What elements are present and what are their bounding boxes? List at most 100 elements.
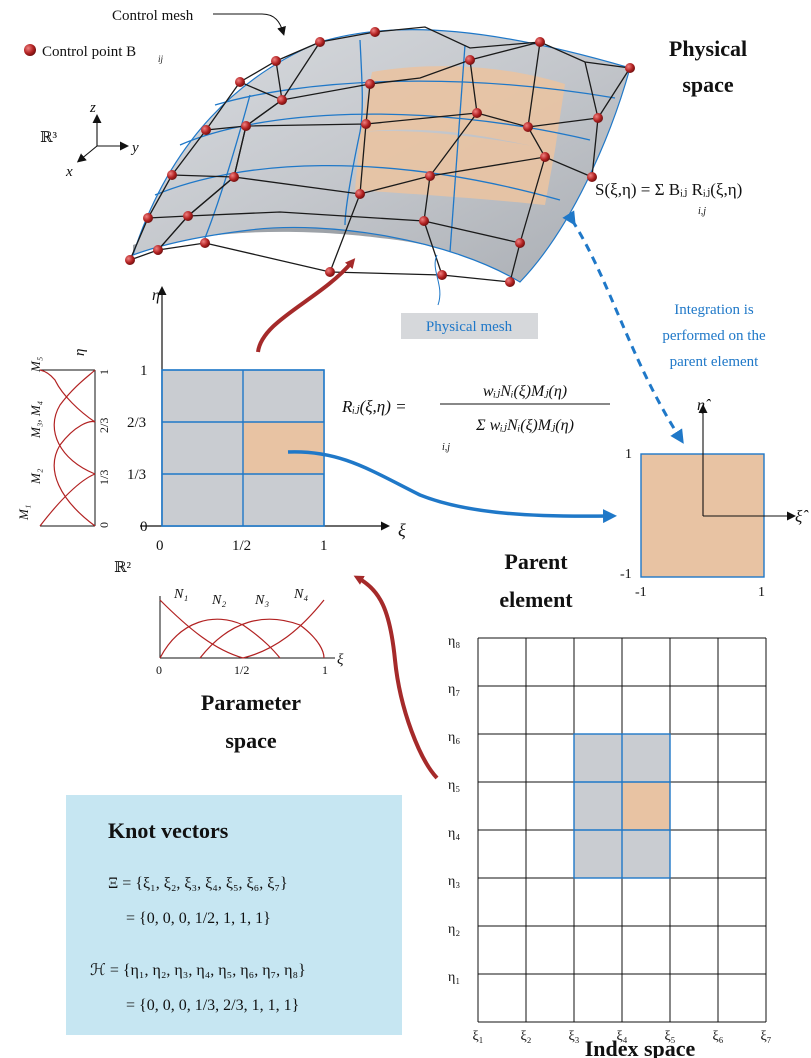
index-to-param-arrow — [353, 575, 439, 780]
knot-title: Knot vectors — [108, 818, 229, 843]
basis-formula-denominator: Σ wᵢⱼNᵢ(ξ)Mⱼ(η) — [475, 417, 574, 434]
control-point — [277, 95, 287, 105]
basis-formula-sum-index: i,j — [442, 442, 450, 453]
index-grid — [477, 637, 767, 1023]
knot-vectors: Knot vectors Ξ = {ξ₁, ξ₂, ξ₃, ξ₄, ξ₅, ξ₆… — [66, 795, 402, 1035]
index-eta-label: η₅ — [448, 778, 460, 793]
control-point — [365, 79, 375, 89]
parent-title-2: element — [499, 587, 573, 612]
control-point — [235, 77, 245, 87]
param-ytick-2: 2/3 — [127, 415, 146, 431]
parent-tick-xi-1: 1 — [758, 585, 765, 600]
n-tick-1: 1 — [322, 663, 328, 677]
basis-formula-numerator: wᵢⱼNᵢ(ξ)Mⱼ(η) — [483, 383, 567, 400]
param-ytick-1: 1 — [140, 363, 148, 379]
control-point — [355, 189, 365, 199]
param-ytick-4: 0 — [140, 519, 148, 535]
index-active-outline — [573, 733, 671, 879]
control-point-legend-label: Control point B — [42, 44, 136, 60]
control-point — [593, 113, 603, 123]
physical-mesh-pointer — [434, 254, 441, 306]
control-point — [505, 277, 515, 287]
control-point — [153, 245, 163, 255]
control-mesh-label: Control mesh — [112, 8, 194, 24]
index-xi-label: ξ₂ — [520, 1029, 531, 1044]
parent-tick-eta-1: 1 — [625, 447, 632, 462]
index-xi-labels: ξ₁ ξ₂ ξ₃ ξ₄ ξ₅ ξ₆ ξ₇ — [472, 1029, 771, 1044]
control-point — [587, 172, 597, 182]
control-point — [315, 37, 325, 47]
parameter-space-title-2: space — [225, 728, 277, 753]
m-tick-0: 0 — [97, 522, 111, 528]
index-eta-label: η₇ — [448, 682, 460, 697]
index-xi-label: ξ₇ — [760, 1029, 771, 1044]
m-tick-1: 1 — [97, 369, 111, 375]
integration-line-2: performed on the — [662, 328, 766, 344]
index-space: η₈ η₇ η₆ η₅ η₄ η₃ η₂ η₁ ξ₁ ξ₂ ξ₃ ξ₄ ξ₅ ξ… — [448, 634, 772, 1058]
control-point — [535, 37, 545, 47]
control-points — [125, 27, 635, 287]
m1-label: M₁ — [16, 505, 31, 521]
param-xtick-3: 1 — [320, 538, 328, 554]
m-tick-third: 1/3 — [97, 470, 111, 485]
index-highlight-cell — [622, 782, 670, 830]
index-xi-label: ξ₁ — [472, 1029, 483, 1044]
m-eta-label: η — [72, 349, 88, 356]
knot-xi-vector: Ξ = {ξ₁, ξ₂, ξ₃, ξ₄, ξ₅, ξ₆, ξ₇} — [108, 875, 288, 892]
param-xi-label: ξ — [398, 520, 406, 540]
mapping-sum-index: i,j — [698, 206, 706, 217]
index-eta-label: η₂ — [448, 922, 460, 937]
basis-formula-lhs: Rᵢⱼ(ξ,η) = — [341, 397, 407, 416]
r3-axes — [76, 114, 129, 163]
n4-label: N₄ — [293, 587, 308, 602]
r2-label: ℝ² — [114, 560, 131, 576]
legend-point-icon — [24, 44, 36, 56]
control-point — [419, 216, 429, 226]
param-to-physical-arrow — [256, 258, 356, 353]
n2-label: N₂ — [211, 593, 226, 608]
parent-tick-eta-neg1: -1 — [620, 567, 632, 582]
control-point — [125, 255, 135, 265]
index-xi-label: ξ₆ — [712, 1029, 723, 1044]
parent-element: η̂ ξ̂ 1 -1 -1 1 Parent element — [499, 397, 809, 612]
control-point — [183, 211, 193, 221]
physical-space-title-2: space — [682, 72, 734, 97]
control-point — [625, 63, 635, 73]
index-eta-label: η₄ — [448, 826, 460, 841]
control-point — [437, 270, 447, 280]
parameter-space: η ξ 1 2/3 1/3 0 0 1/2 1 ℝ² — [16, 286, 406, 753]
param-ytick-3: 1/3 — [127, 467, 146, 483]
physical-mesh — [154, 39, 616, 253]
parameter-space-title-1: Parameter — [201, 690, 301, 715]
knot-xi-values: = {0, 0, 0, 1/2, 1, 1, 1} — [126, 910, 271, 927]
index-xi-label: ξ₃ — [568, 1029, 579, 1044]
index-xi-label: ξ₄ — [616, 1029, 627, 1044]
axis-z-label: z — [89, 100, 96, 116]
m-tick-twothird: 2/3 — [97, 418, 111, 433]
control-point — [325, 267, 335, 277]
integration-note: Integration is performed on the parent e… — [562, 210, 766, 444]
index-space-title: Index space — [585, 1036, 696, 1058]
basis-formula: Rᵢⱼ(ξ,η) = wᵢⱼNᵢ(ξ)Mⱼ(η) Σ wᵢⱼNᵢ(ξ)Mⱼ(η)… — [341, 383, 610, 453]
control-point — [540, 152, 550, 162]
r3-label: ℝ³ — [40, 130, 57, 146]
n1-label: N₁ — [173, 587, 188, 602]
control-point — [370, 27, 380, 37]
axis-x-label: x — [65, 164, 73, 180]
control-point-legend-sub: ij — [158, 54, 164, 64]
control-point — [241, 121, 251, 131]
physical-space-title-1: Physical — [669, 36, 747, 61]
index-eta-labels: η₈ η₇ η₆ η₅ η₄ η₃ η₂ η₁ — [448, 634, 460, 985]
control-point — [200, 238, 210, 248]
n3-label: N₃ — [254, 593, 269, 608]
param-xtick-2: 1/2 — [232, 538, 251, 554]
n-xi-label: ξ — [337, 652, 344, 668]
knot-eta-values: = {0, 0, 0, 1/3, 2/3, 1, 1, 1} — [126, 997, 299, 1014]
control-point — [472, 108, 482, 118]
control-point — [361, 119, 371, 129]
integration-dashed-arrow — [562, 210, 684, 444]
physical-mesh-label: Physical mesh — [426, 319, 513, 335]
n-tick-0: 0 — [156, 663, 162, 677]
index-eta-label: η₃ — [448, 874, 460, 889]
